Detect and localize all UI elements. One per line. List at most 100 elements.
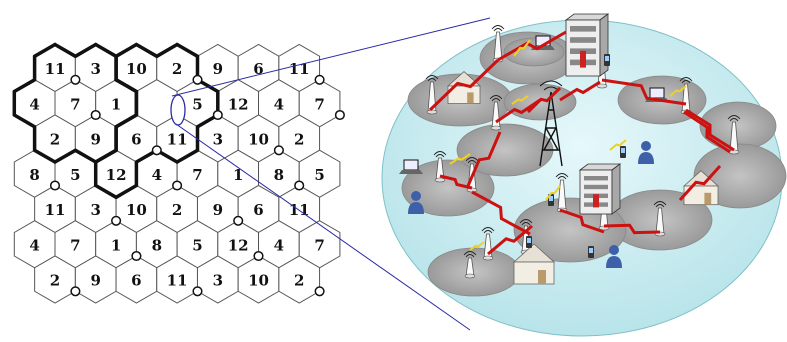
hex-cell-number: 2 <box>50 131 60 149</box>
lightning-link-icon <box>449 153 471 165</box>
base-station-circle <box>172 180 183 191</box>
hex-cell-number: 2 <box>50 272 60 290</box>
hex-cell-number: 5 <box>192 236 202 254</box>
user-icon <box>606 245 622 268</box>
hex-cell-number: 5 <box>314 166 324 184</box>
hex-cell-number: 6 <box>131 131 141 149</box>
phone-icon <box>604 54 610 66</box>
lightning-link-icon <box>511 95 529 105</box>
hex-cell-number: 4 <box>274 95 284 113</box>
hex-cell-number: 10 <box>126 60 147 78</box>
hex-cell-number: 9 <box>90 131 100 149</box>
base-station-circle <box>49 180 61 191</box>
phone-icon <box>620 146 626 158</box>
base-station-circle <box>294 180 305 191</box>
hex-cell-number: 3 <box>90 60 100 78</box>
base-station-circle <box>70 74 81 85</box>
laptop-icon <box>399 159 423 174</box>
hex-cell-number: 11 <box>289 60 310 78</box>
hex-cell-number: 7 <box>70 236 80 254</box>
lightning-link-icon <box>609 139 627 151</box>
lightning-link-icon <box>685 108 735 152</box>
hex-cell-number: 4 <box>274 236 284 254</box>
lightning-link-icon <box>471 190 531 236</box>
hex-cell-number: 7 <box>192 166 202 184</box>
hex-cell-number: 7 <box>314 236 324 254</box>
base-station-circle <box>212 109 223 121</box>
hex-cell-number: 2 <box>294 131 304 149</box>
hex-cell-number: 2 <box>172 60 182 78</box>
hex-cell-number: 10 <box>248 131 269 149</box>
hex-cell-number: 12 <box>106 166 127 184</box>
lightning-link-icon <box>683 110 731 154</box>
hex-cell-number: 9 <box>213 201 223 219</box>
cell-tower-icon <box>539 80 563 167</box>
hex-cell-number: 4 <box>152 166 162 184</box>
hex-cell-number: 1 <box>111 236 121 254</box>
server-rack-icon <box>564 13 610 77</box>
antenna-mast-icon <box>727 115 741 155</box>
zoom-anchor-cylinder <box>170 94 186 126</box>
connector-line-bottom <box>175 123 471 331</box>
lightning-link-icon <box>678 164 722 202</box>
lightning-link-icon <box>495 98 541 124</box>
lightning-link-icon <box>466 131 502 187</box>
phone-icon <box>526 236 532 248</box>
base-station-circle <box>314 286 325 297</box>
hex-cell-number: 3 <box>213 131 223 149</box>
phone-icon <box>588 246 594 258</box>
hex-cell-number: 3 <box>90 201 100 219</box>
base-station-circle <box>111 215 122 226</box>
base-station-markers <box>49 74 345 297</box>
base-station-circle <box>314 74 325 85</box>
hex-cell-number: 4 <box>29 236 39 254</box>
hex-cell-number: 11 <box>45 201 66 219</box>
hex-cell-number: 2 <box>172 201 182 219</box>
base-station-circle <box>334 109 345 121</box>
base-station-circle <box>192 74 203 85</box>
hex-cell-number: 6 <box>253 60 263 78</box>
lightning-link-icon <box>559 208 605 234</box>
hex-cell-number: 6 <box>131 272 141 290</box>
hex-cell-number: 7 <box>314 95 324 113</box>
hex-cell-number: 11 <box>167 131 188 149</box>
base-station-circle <box>151 145 162 156</box>
base-station-circle <box>233 215 244 226</box>
base-station-circle <box>131 250 142 262</box>
server-rack-icon <box>578 163 622 215</box>
lightning-link-icon <box>469 241 485 251</box>
antenna-mast-icon <box>463 251 477 279</box>
hex-cell-number: 8 <box>29 166 39 184</box>
lightning-link-icon <box>669 85 687 97</box>
hex-cell-number: 11 <box>167 272 188 290</box>
lightning-link-icon <box>439 174 473 190</box>
user-icon <box>638 141 654 164</box>
hex-cell-number: 9 <box>213 60 223 78</box>
hex-cell-number: 2 <box>294 272 304 290</box>
hex-cell-number: 12 <box>228 236 249 254</box>
hex-cell-number: 1 <box>111 95 121 113</box>
lightning-link-icon <box>559 80 601 102</box>
base-station-circle <box>70 286 81 297</box>
hex-cell-number: 4 <box>29 95 39 113</box>
hex-cell-number: 3 <box>213 272 223 290</box>
hex-cell-number: 8 <box>274 166 284 184</box>
lightning-link-icon <box>497 30 567 62</box>
hex-cell-number: 10 <box>126 201 147 219</box>
hex-cell-number: 7 <box>70 95 80 113</box>
zoom-connector-lines <box>171 17 491 331</box>
base-station-circle <box>192 286 203 297</box>
network-scene <box>381 13 787 337</box>
hex-cell-number: 11 <box>45 60 66 78</box>
lightning-link-icon <box>513 39 531 57</box>
lightning-link-icon <box>603 223 661 235</box>
lightning-link-icon <box>545 185 561 201</box>
user-icon <box>408 191 424 214</box>
hex-cell-number: 5 <box>70 166 80 184</box>
cell-coverage-disc <box>427 247 521 297</box>
base-station-circle <box>273 145 284 156</box>
hex-cell-number: 12 <box>228 95 249 113</box>
lightning-link-icon <box>601 78 687 106</box>
